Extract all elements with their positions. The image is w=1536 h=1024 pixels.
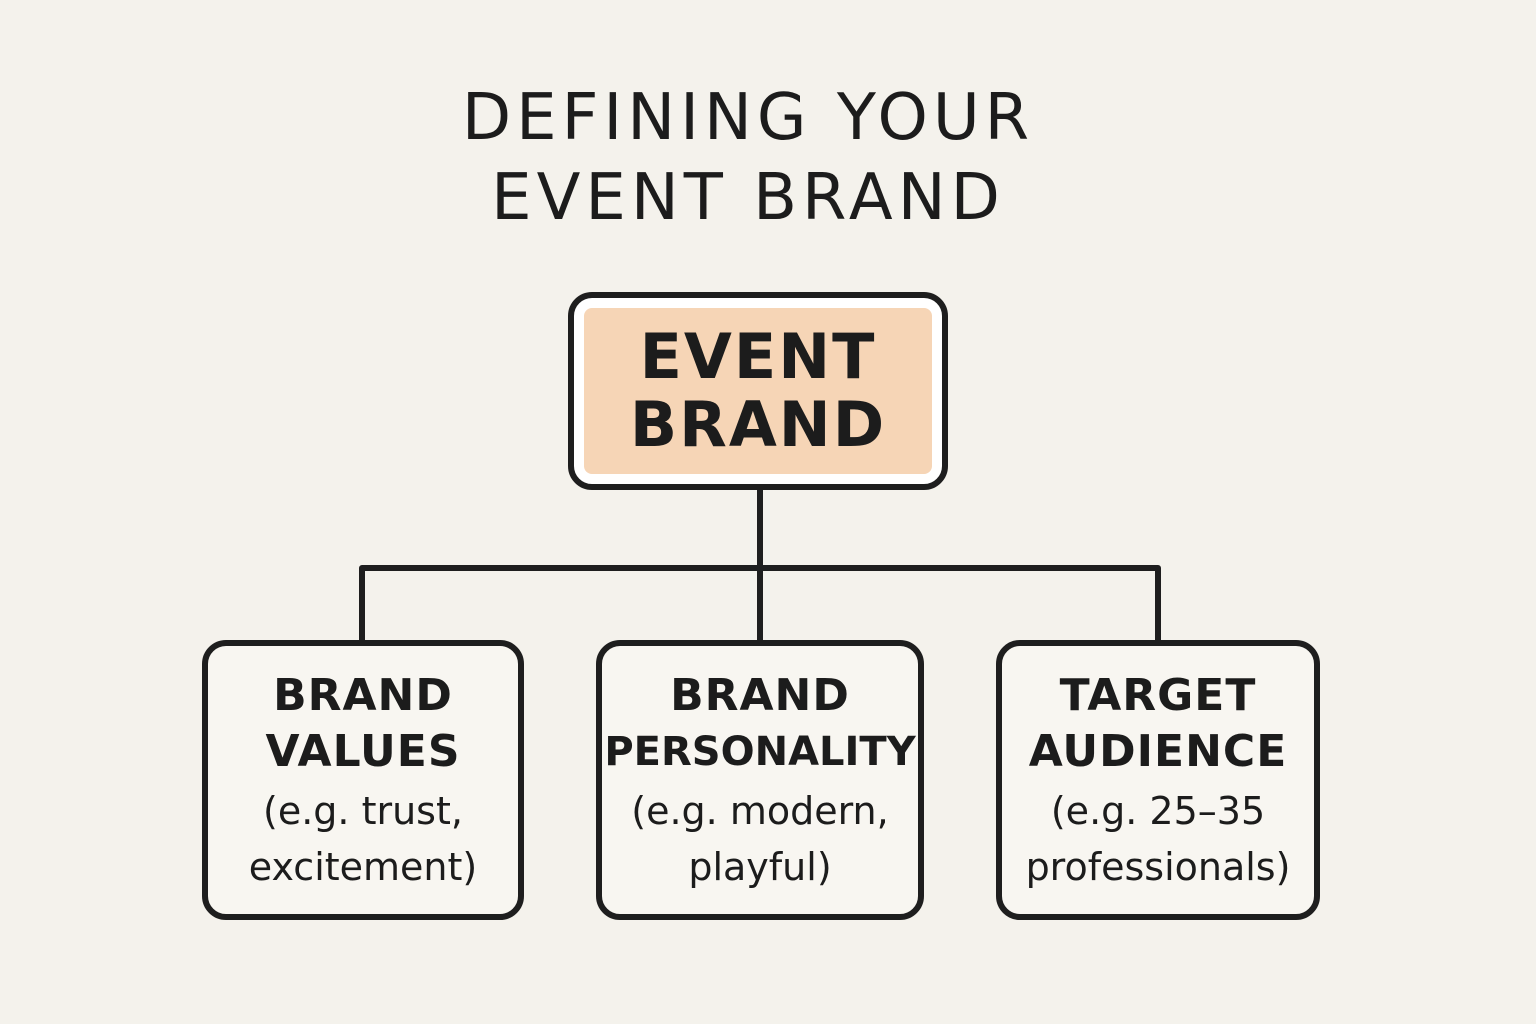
child-node-example-line-2: professionals)	[1025, 845, 1291, 889]
child-node-heading-line-1: TARGET	[1059, 670, 1257, 721]
child-node-brand-personality: BRAND PERSONALITY (e.g. modern, playful)	[596, 640, 924, 920]
child-node-example-line-1: (e.g. 25–35	[1050, 789, 1266, 833]
child-node-heading-line-1: BRAND	[670, 670, 850, 721]
child-node-example-line-1: (e.g. modern,	[631, 789, 889, 833]
child-node-example-line-2: playful)	[688, 845, 832, 889]
title-line-1: DEFINING YOUR	[461, 81, 1035, 155]
child-node-brand-values: BRAND VALUES (e.g. trust, excitement)	[202, 640, 524, 920]
root-node-event-brand: EVENT BRAND	[568, 292, 948, 490]
child-node-example-line-1: (e.g. trust,	[263, 789, 463, 833]
diagram-title: DEFINING YOUR EVENT BRAND	[0, 78, 1496, 238]
child-node-heading-line-2: AUDIENCE	[1028, 726, 1288, 777]
child-node-example-line-2: excitement)	[248, 845, 478, 889]
child-node-heading-line-2: PERSONALITY	[604, 729, 916, 775]
child-node-target-audience: TARGET AUDIENCE (e.g. 25–35 professional…	[996, 640, 1320, 920]
root-node-label-line-1: EVENT	[639, 320, 877, 393]
title-line-2: EVENT BRAND	[491, 161, 1005, 235]
root-node-label-line-2: BRAND	[629, 388, 887, 461]
child-node-heading-line-1: BRAND	[273, 670, 453, 721]
root-node-fill: EVENT BRAND	[584, 308, 932, 474]
connector-horizontal-bar	[359, 565, 1161, 643]
child-node-heading-line-2: VALUES	[265, 726, 461, 777]
